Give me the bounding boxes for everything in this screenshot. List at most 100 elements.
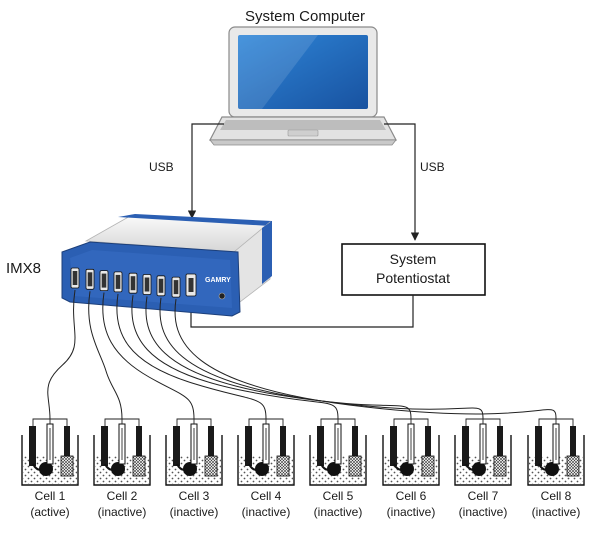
cell-name: Cell 8: [541, 489, 572, 503]
stir-bar-icon: [472, 462, 486, 476]
cell-state: (inactive): [459, 505, 508, 519]
working-electrode-icon: [101, 426, 108, 466]
beaker-icon: [382, 435, 440, 486]
electrode-leads: [104, 418, 140, 426]
beaker-icon: [309, 435, 367, 486]
cell-state: (inactive): [170, 505, 219, 519]
imx8-port-pins: [87, 272, 93, 287]
cell-row: Cell 1 (active) Cell 2 (inactive) Cell 3 (ina…: [21, 418, 585, 519]
cell-name: Cell 5: [323, 489, 354, 503]
counter-electrode-mesh-icon: [493, 455, 507, 477]
cell-cable: [131, 295, 339, 420]
working-electrode-icon: [317, 426, 324, 466]
counter-electrode-icon: [570, 426, 576, 456]
potentiostat-to-imx8-cable: [190, 295, 414, 328]
counter-electrode-mesh-icon: [421, 455, 435, 477]
electrode-leads: [320, 418, 356, 426]
electrode-leads: [393, 418, 429, 426]
counter-electrode-mesh-icon: [276, 455, 290, 477]
working-electrode-icon: [535, 426, 542, 466]
potentiostat-label-line1: System: [390, 251, 437, 267]
electrode-leads: [248, 418, 284, 426]
cell-name: Cell 1: [35, 489, 66, 503]
counter-electrode-mesh-icon: [132, 455, 146, 477]
usb-label-left: USB: [149, 160, 174, 174]
stir-bar-icon: [111, 462, 125, 476]
system-computer-label: System Computer: [245, 8, 365, 25]
imx8-port-pins: [115, 274, 121, 289]
counter-electrode-icon: [136, 426, 142, 456]
imx8-device: GAMRY: [61, 214, 272, 317]
working-electrode-icon: [462, 426, 469, 466]
potentiostat-label-line2: Potentiostat: [376, 270, 450, 286]
imx8-port-pins: [130, 276, 136, 291]
beaker-icon: [237, 435, 295, 486]
working-electrode-icon: [173, 426, 180, 466]
counter-electrode-mesh-icon: [60, 455, 74, 477]
imx8-port-pins: [158, 278, 164, 293]
cell-state: (inactive): [98, 505, 147, 519]
beaker-icon: [454, 435, 512, 486]
working-electrode-icon: [29, 426, 36, 466]
imx8-port-pins: [101, 273, 107, 288]
cell-name: Cell 4: [251, 489, 282, 503]
cell-state: (active): [30, 505, 69, 519]
electrochemical-cell: Cell 6 (inactive): [382, 418, 440, 519]
beaker-icon: [93, 435, 151, 486]
cell-cable: [102, 292, 195, 420]
counter-electrode-mesh-icon: [566, 455, 580, 477]
imx8-port-pins: [72, 271, 78, 285]
electrochemical-cell: Cell 4 (inactive): [237, 418, 295, 519]
cell-cable: [174, 299, 557, 420]
imx8-label: IMX8: [6, 260, 41, 277]
imx8-port-pins: [144, 277, 150, 292]
system-potentiostat-box: System Potentiostat: [341, 243, 486, 296]
working-electrode-icon: [245, 426, 252, 466]
usb-cable-left: [187, 123, 224, 219]
counter-electrode-icon: [497, 426, 503, 456]
cell-state: (inactive): [532, 505, 581, 519]
electrochemical-cell: Cell 5 (inactive): [309, 418, 367, 519]
counter-electrode-icon: [280, 426, 286, 456]
imx8-port-pins: [188, 278, 194, 292]
imx8-port-pins: [173, 280, 179, 295]
cell-name: Cell 3: [179, 489, 210, 503]
working-electrode-icon: [390, 426, 397, 466]
cell-state: (inactive): [314, 505, 363, 519]
electrochemical-cell: Cell 7(inactive): [454, 418, 512, 519]
cell-name: Cell 6: [396, 489, 427, 503]
electrode-leads: [176, 418, 212, 426]
cell-cable: [47, 289, 76, 420]
cell-cable: [145, 296, 412, 420]
cell-name: Cell 2: [107, 489, 138, 503]
beaker-icon: [527, 435, 585, 486]
counter-electrode-mesh-icon: [348, 455, 362, 477]
cell-state: (inactive): [387, 505, 436, 519]
electrochemical-cell: Cell 2 (inactive): [93, 418, 151, 519]
electrode-leads: [32, 418, 68, 426]
cell-state: (inactive): [242, 505, 291, 519]
stir-bar-icon: [400, 462, 414, 476]
electrochemical-cell: Cell 8 (inactive): [527, 418, 585, 519]
electrochemical-cell: Cell 3 (inactive): [165, 418, 223, 519]
laptop-icon: [209, 26, 397, 146]
cell-cable: [116, 293, 267, 420]
stir-bar-icon: [545, 462, 559, 476]
beaker-icon: [165, 435, 223, 486]
electrode-leads: [538, 418, 574, 426]
stir-bar-icon: [39, 462, 53, 476]
counter-electrode-icon: [425, 426, 431, 456]
stir-bar-icon: [183, 462, 197, 476]
cell-cable: [88, 291, 123, 420]
usb-cable-right: [384, 123, 420, 241]
imx8-ports: [70, 267, 197, 298]
counter-electrode-icon: [352, 426, 358, 456]
cell-cables: [47, 289, 557, 420]
electrochemical-cell: Cell 1 (active): [21, 418, 79, 519]
beaker-icon: [21, 435, 79, 486]
counter-electrode-icon: [64, 426, 70, 456]
counter-electrode-mesh-icon: [204, 455, 218, 477]
stir-bar-icon: [255, 462, 269, 476]
